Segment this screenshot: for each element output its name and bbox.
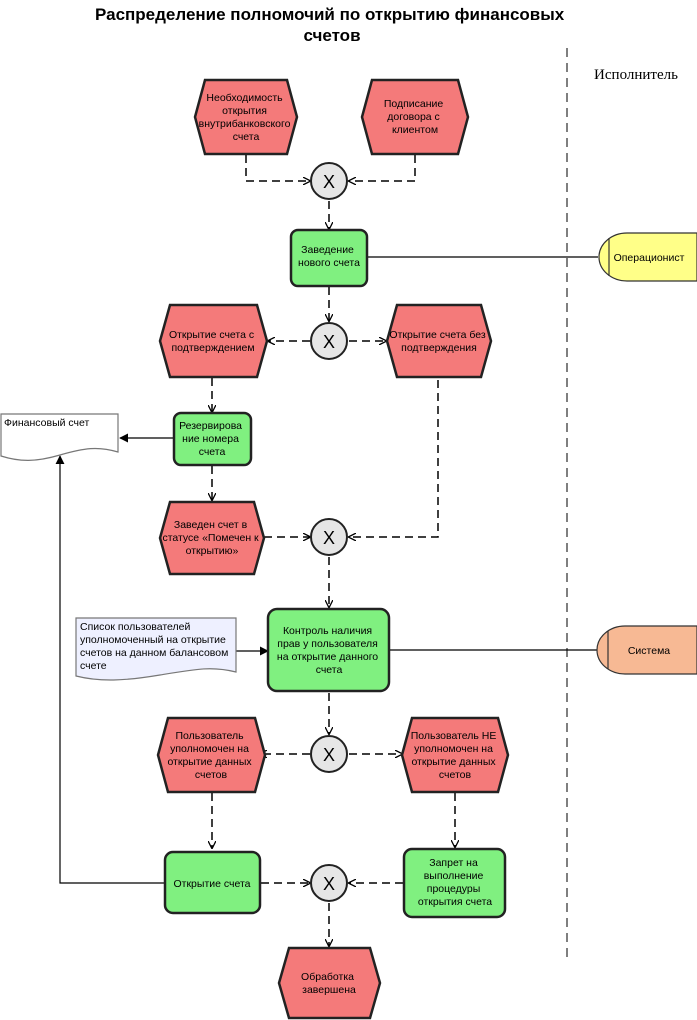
event-marked: Заведен счет в статусе «Помечен к открыт…: [158, 500, 266, 576]
svg-text:X: X: [323, 332, 335, 352]
function-check: Контроль наличия прав у пользователя на …: [266, 607, 391, 693]
events: Необходимость открытия внутрибанковского…: [156, 78, 510, 1020]
function-reserve: Резервирова ние номера счета: [172, 411, 253, 467]
xor-operator-1: X: [310, 162, 348, 200]
event-without-confirm: Открытие счета без подтверждения: [385, 303, 493, 379]
function-open-label: Открытие счета: [173, 878, 250, 890]
control-flow: [212, 155, 455, 946]
role-system-label: Система: [628, 645, 670, 657]
info-flow: [55, 256, 598, 884]
role-operator: Операционист: [598, 232, 697, 282]
event-contract: Подписание договора с клиентом: [360, 78, 470, 156]
function-create: Заведение нового счета: [289, 228, 369, 288]
role-system: Система: [596, 625, 697, 675]
function-ban: Запрет на выполнение процедуры открытия …: [402, 847, 507, 919]
title-line-2: счетов: [303, 26, 360, 45]
document-account-label: Финансовый счет: [4, 417, 89, 429]
event-not-authorized: Пользователь НЕ уполномочен на открытие …: [400, 716, 510, 794]
event-authorized: Пользователь уполномочен на открытие дан…: [156, 716, 267, 794]
function-create-label: Заведение нового счета: [298, 244, 360, 269]
xor-operator-2: X: [310, 322, 348, 360]
document-user-list-label: Список пользователей уполномоченный на о…: [80, 621, 231, 672]
function-check-label: Контроль наличия прав у пользователя на …: [277, 625, 381, 676]
xor-operator-3: X: [310, 518, 348, 556]
xor-operator-4: X: [310, 735, 348, 773]
title-line-1: Распределение полномочий по открытию фин…: [95, 5, 565, 24]
xor-operator-5: X: [310, 864, 348, 902]
svg-text:X: X: [323, 745, 335, 765]
svg-text:X: X: [323, 874, 335, 894]
document-account: Финансовый счет: [0, 413, 119, 461]
event-with-confirm-label: Открытие счета с подтверждением: [169, 329, 257, 354]
event-need-open: Необходимость открытия внутрибанковского…: [193, 78, 299, 156]
event-marked-label: Заведен счет в статусе «Помечен к открыт…: [162, 519, 261, 557]
diagram-title: Распределение полномочий по открытию фин…: [95, 5, 569, 45]
svg-text:X: X: [323, 172, 335, 192]
document-user-list: Список пользователей уполномоченный на о…: [75, 617, 237, 681]
event-with-confirm: Открытие счета с подтверждением: [158, 303, 269, 379]
event-without-confirm-label: Открытие счета без подтверждения: [389, 329, 488, 354]
event-authorized-label: Пользователь уполномочен на открытие дан…: [167, 730, 254, 781]
event-finished: Обработка завершена: [277, 946, 382, 1020]
svg-text:X: X: [323, 528, 335, 548]
xor-operators: X X X X X: [310, 162, 348, 902]
event-contract-label: Подписание договора с клиентом: [384, 98, 446, 136]
functions: Заведение нового счета Резервирова ние н…: [163, 228, 507, 919]
event-not-authorized-label: Пользователь НЕ уполномочен на открытие …: [411, 730, 500, 781]
function-reserve-label: Резервирова ние номера счета: [179, 420, 245, 458]
function-ban-label: Запрет на выполнение процедуры открытия …: [418, 857, 492, 908]
event-finished-label: Обработка завершена: [301, 971, 357, 996]
event-need-open-label: Необходимость открытия внутрибанковского…: [199, 92, 294, 143]
role-operator-label: Операционист: [614, 252, 685, 264]
column-header: Исполнитель: [594, 67, 678, 83]
function-open: Открытие счета: [163, 850, 262, 915]
